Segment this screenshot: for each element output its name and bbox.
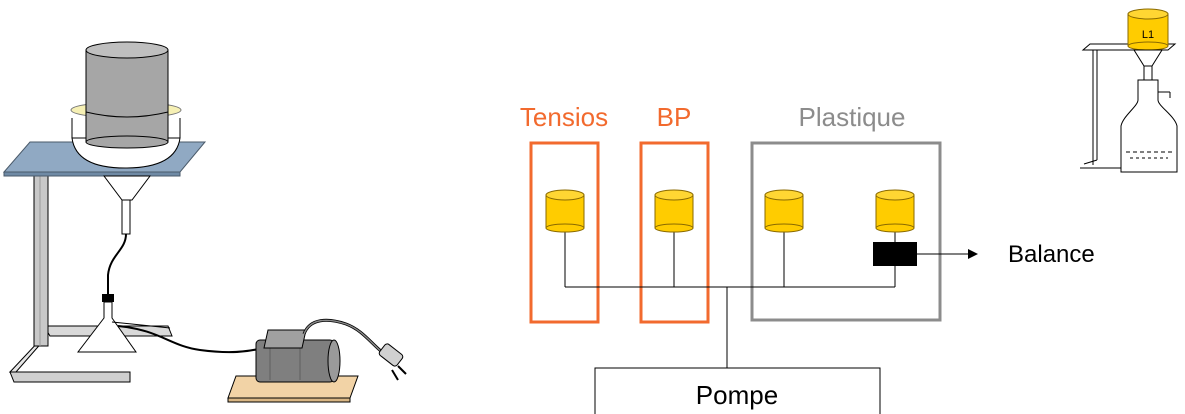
sample-cup-icon (545, 189, 585, 233)
group-label-tensios: Tensios (520, 102, 608, 132)
balance-arrow (917, 249, 978, 259)
group-box-plastique (750, 141, 942, 322)
sample-cylinder (85, 49, 169, 143)
sample-cup-icon (764, 189, 804, 233)
stand-post (33, 167, 49, 347)
balance-label: Balance (1008, 241, 1095, 268)
tube (107, 233, 127, 294)
electric-motor-icon (227, 318, 383, 403)
stand-base (9, 371, 131, 383)
group-label-plastique: Plastique (799, 102, 906, 132)
group-label-bp: BP (657, 102, 692, 132)
vacuum-hose (117, 325, 263, 354)
group-box-bp (639, 141, 710, 324)
vacuum-flask-icon: L1 (1080, 8, 1178, 173)
sample-cup-icon (654, 189, 694, 233)
erlenmeyer-flask (76, 294, 171, 353)
filtration-stand-icon (2, 41, 263, 383)
group-box-tensios (529, 141, 600, 324)
balance-block-icon (873, 242, 917, 266)
sample-cup-icon (875, 189, 915, 233)
cup-label-l1: L1 (1142, 29, 1154, 41)
power-plug-icon (378, 343, 407, 381)
pipe-network (564, 228, 896, 368)
pump-box (594, 367, 881, 414)
funnel (103, 175, 151, 201)
pump-label: Pompe (696, 380, 778, 410)
